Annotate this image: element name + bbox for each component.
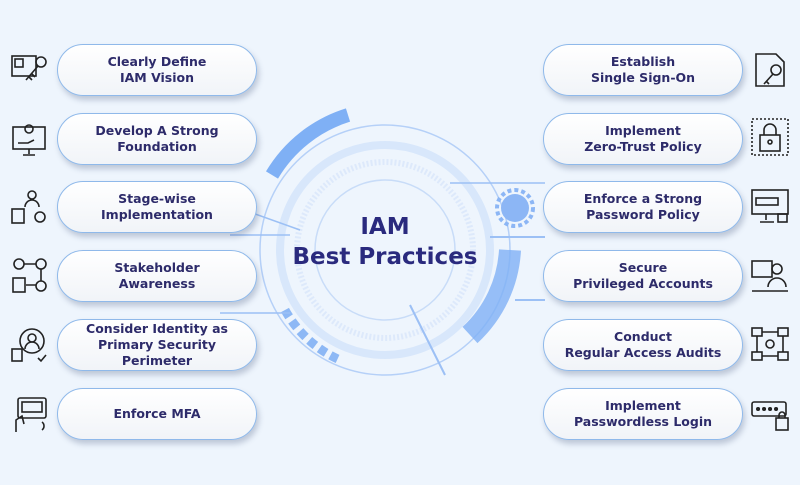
id-card-key-icon — [10, 50, 50, 90]
practice-enforce-mfa: Enforce MFA — [57, 388, 257, 440]
monitor-gear-icon — [10, 119, 50, 159]
main-title: IAM Best Practices — [292, 214, 478, 270]
stakeholders-icon — [10, 256, 50, 296]
password-lock-icon — [750, 394, 790, 434]
password-monitor-icon — [750, 186, 790, 226]
privileged-user-icon — [750, 255, 790, 295]
document-key-icon — [752, 50, 792, 90]
network-audit-icon — [750, 324, 790, 364]
padlock-icon — [750, 117, 790, 157]
person-workflow-icon — [10, 187, 50, 227]
mfa-device-icon — [10, 394, 50, 434]
identity-check-icon — [10, 325, 50, 365]
